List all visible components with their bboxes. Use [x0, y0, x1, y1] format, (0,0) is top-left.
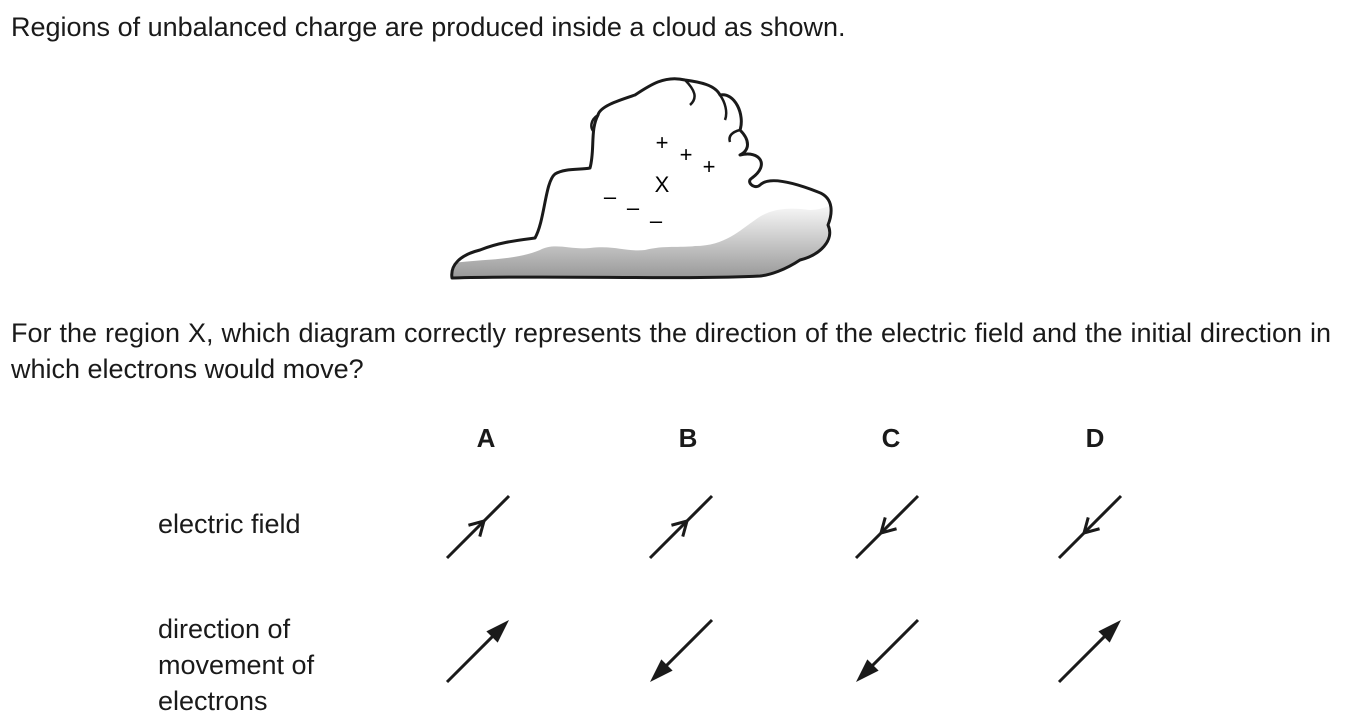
field-arrowhead [878, 517, 897, 536]
minus-charge: – [604, 184, 617, 209]
region-x-label: X [655, 172, 670, 197]
field-arrowhead [1081, 517, 1100, 536]
field-line [1057, 494, 1123, 560]
intro-text: Regions of unbalanced charge are produce… [11, 12, 846, 42]
plus-charge: + [680, 142, 693, 167]
option-d-label: D [1085, 423, 1105, 453]
question-text: For the region X, which diagram correctl… [11, 318, 1331, 384]
cloud-diagram: + + + X – – – [450, 77, 833, 280]
field-line [648, 494, 714, 560]
movement-line [445, 633, 496, 684]
movement-arrow-d [1057, 620, 1121, 684]
field-arrow-a [445, 494, 511, 560]
field-arrowhead [468, 518, 487, 537]
movement-arrow-a [445, 620, 509, 684]
plus-charge: + [703, 154, 716, 179]
movement-arrowhead [1098, 620, 1121, 643]
electron-movement-label: direction of movement of electrons [158, 614, 315, 716]
option-b-label: B [678, 423, 698, 453]
electric-field-label: electric field [158, 509, 301, 539]
field-arrow-b [648, 494, 714, 560]
movement-arrow-c [856, 618, 920, 682]
option-c-label: C [881, 423, 901, 453]
movement-line [663, 618, 714, 669]
field-arrows [445, 494, 1123, 560]
minus-charge: – [650, 208, 663, 233]
movement-arrowhead [856, 659, 879, 682]
field-arrowhead [671, 518, 690, 537]
movement-arrows [445, 618, 1121, 684]
movement-arrowhead [650, 659, 673, 682]
field-arrow-d [1057, 494, 1123, 560]
option-a-label: A [476, 423, 496, 453]
field-arrow-c [854, 494, 920, 560]
movement-arrowhead [486, 620, 509, 643]
movement-line [869, 618, 920, 669]
plus-charge: + [656, 130, 669, 155]
movement-line [1057, 633, 1108, 684]
minus-charge: – [627, 195, 640, 220]
field-line [854, 494, 920, 560]
field-line [445, 494, 511, 560]
movement-arrow-b [650, 618, 714, 682]
